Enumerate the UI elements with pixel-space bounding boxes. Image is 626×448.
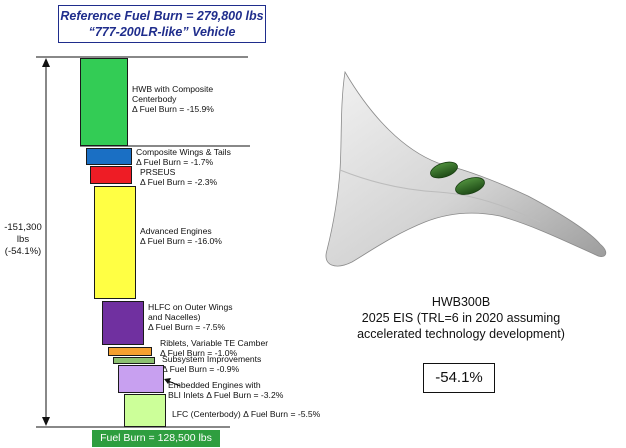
total-reduction-pct: (-54.1%) (4, 246, 42, 257)
vehicle-name: HWB300B (431, 295, 491, 309)
step-label-line: Δ Fuel Burn = -1.7% (136, 157, 214, 167)
step-label-line: Subsystem Improvements (162, 354, 262, 364)
step-label-line: Δ Fuel Burn = -1.0% (160, 348, 238, 358)
step-label-line: and Nacelles) (148, 312, 201, 322)
step-label-line: Δ Fuel Burn = -7.5% (148, 322, 226, 332)
reference-fuel-burn: Reference Fuel Burn = 279,800 lbs (60, 9, 264, 23)
step-bar-7 (113, 357, 155, 364)
step-label-line: Embedded Engines with (168, 380, 261, 390)
step-label-line: BLI Inlets Δ Fuel Burn = -3.2% (168, 390, 284, 400)
step-bar-6 (108, 347, 152, 356)
step-bar-4 (94, 186, 136, 299)
step-label-line: PRSEUS (140, 167, 176, 177)
total-reduction-box: -54.1% (423, 363, 495, 393)
step-label-line: Composite Wings & Tails (136, 147, 231, 157)
step-bar-5 (102, 301, 144, 345)
step-label-line: Centerbody (132, 94, 177, 104)
vehicle-assumption: accelerated technology development) (357, 327, 565, 341)
step-label-line: Advanced Engines (140, 226, 212, 236)
step-label-line: Δ Fuel Burn = -15.9% (132, 104, 214, 114)
step-label-line: Δ Fuel Burn = -16.0% (140, 236, 222, 246)
step-label-line: Riblets, Variable TE Camber (160, 338, 269, 348)
arrow-head-top (42, 58, 50, 67)
step-bar-2 (86, 148, 132, 165)
total-reduction-label: -151,300 lbs (-54.1%) (1, 222, 45, 258)
arrow-head-bottom (42, 417, 50, 426)
hwb-aircraft-image (325, 70, 607, 267)
step-label-line: HWB with Composite (132, 84, 214, 94)
step-label-line: Δ Fuel Burn = -0.9% (162, 364, 240, 374)
step-bar-1 (80, 58, 128, 146)
reference-vehicle: “777-200LR-like” Vehicle (88, 25, 236, 39)
bli-pointer-head (164, 378, 171, 384)
step-label-line: Δ Fuel Burn = -2.3% (140, 177, 218, 187)
step-label-line: LFC (Centerbody) Δ Fuel Burn = -5.5% (172, 409, 321, 419)
step-label-line: HLFC on Outer Wings (148, 302, 233, 312)
step-bar-8 (118, 365, 164, 393)
step-label-9: LFC (Centerbody) Δ Fuel Burn = -5.5% (172, 409, 320, 419)
final-fuel-burn: Fuel Burn = 128,500 lbs (92, 430, 220, 447)
total-reduction-lbs: -151,300 lbs (4, 222, 42, 245)
step-bar-9 (124, 394, 166, 427)
step-bar-3 (90, 166, 132, 184)
vehicle-eis: 2025 EIS (TRL=6 in 2020 assuming (361, 311, 561, 325)
reference-fuel-burn-box: Reference Fuel Burn = 279,800 lbs “777-2… (58, 5, 266, 43)
vehicle-caption: HWB300B 2025 EIS (TRL=6 in 2020 assuming… (336, 294, 586, 342)
